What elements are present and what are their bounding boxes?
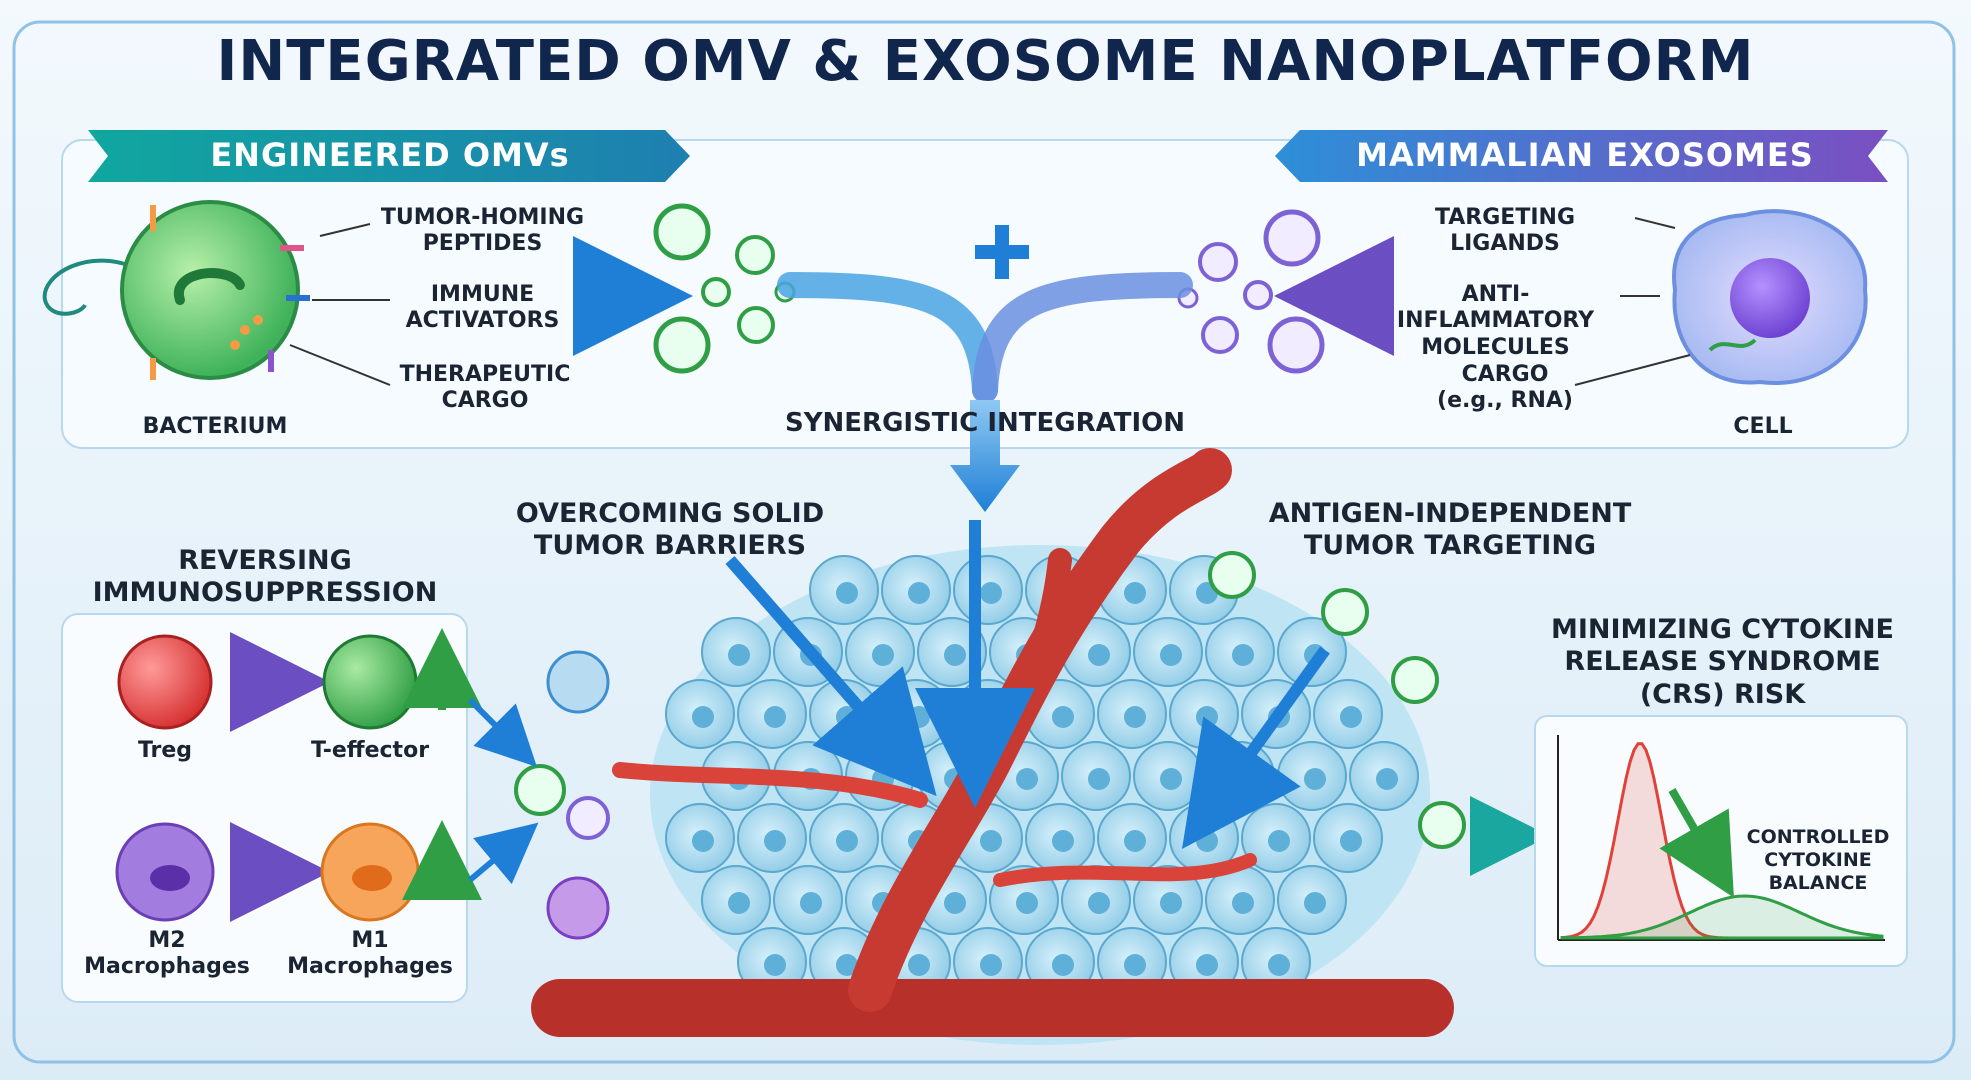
tumor-cell-nucleus [836, 830, 858, 852]
exosome-annotation-anti-inflammatory: ANTI-INFLAMMATORY MOLECULES [1396, 282, 1595, 360]
activated-macrophage [546, 876, 610, 940]
tumor-cell-nucleus [1052, 954, 1074, 976]
tumor-cell-nucleus [1124, 830, 1146, 852]
tumor-cell-nucleus [1052, 830, 1074, 852]
tumor-cell-nucleus [1160, 768, 1182, 790]
exosome-annotation-cargo: CARGO (e.g., RNA) [1437, 362, 1573, 414]
tumor-cell-nucleus [980, 830, 1002, 852]
crs-curve-label: CONTROLLED CYTOKINE BALANCE [1746, 826, 1890, 894]
tumor-cell-nucleus [1196, 954, 1218, 976]
tumor-cell-nucleus [1304, 892, 1326, 914]
converging-arrows [777, 272, 1193, 403]
crs-heading: MINIMIZING CYTOKINE RELEASE SYNDROME (CR… [1551, 614, 1894, 710]
outer-frame [12, 20, 1956, 1064]
vesicle-near-immune-2 [566, 796, 610, 840]
tumor-cell-nucleus [1088, 644, 1110, 666]
tumor-cell-nucleus [1088, 892, 1110, 914]
tumor-cell-nucleus [800, 892, 822, 914]
tumor-cell-nucleus [1304, 768, 1326, 790]
tumor-cell-nucleus [764, 954, 786, 976]
down-arrow [950, 400, 1020, 512]
plus-icon [975, 225, 1029, 279]
exosome-annotation-targeting-ligands: TARGETING LIGANDS [1434, 205, 1575, 257]
tumor-cell-nucleus [1376, 768, 1398, 790]
bacterium-icon [42, 200, 310, 380]
tumor-cell-nucleus [1160, 644, 1182, 666]
barrier-heading: OVERCOMING SOLID TUMOR BARRIERS [515, 498, 825, 562]
m1-label: M1 Macrophages [287, 928, 453, 980]
exosome-banner-label: MAMMALIAN EXOSOMES [1356, 136, 1814, 174]
dendritic-cell [546, 650, 610, 714]
omv-annotation-tumor-homing: TUMOR-HOMING PEPTIDES [380, 205, 585, 257]
tumor-cell-nucleus [944, 644, 966, 666]
tumor-cell-nucleus [1340, 830, 1362, 852]
tumor-cell-nucleus [980, 582, 1002, 604]
tumor-cell-nucleus [1088, 768, 1110, 790]
tumor-cell-nucleus [1268, 954, 1290, 976]
tumor-cell-nucleus [1196, 706, 1218, 728]
cell-label: CELL [1733, 414, 1793, 439]
immune-arrow-2 [468, 822, 539, 885]
exosome-banner-shape [1275, 130, 1888, 182]
targeting-vesicles [1208, 551, 1466, 849]
tumor-cell-nucleus [728, 892, 750, 914]
blood-vessels [531, 448, 1454, 1037]
exosome-leader-lines [1574, 217, 1691, 386]
tumor-cell-nucleus [1124, 706, 1146, 728]
tumor-cell-nucleus [1232, 644, 1254, 666]
tumor-entry-arrows [725, 520, 1330, 849]
omv-annotation-therapeutic-cargo: THERAPEUTIC CARGO [399, 362, 571, 414]
tumor-cell-nucleus [692, 830, 714, 852]
antigen-heading: ANTIGEN-INDEPENDENT TUMOR TARGETING [1268, 498, 1632, 562]
tumor-cell-nucleus [1232, 892, 1254, 914]
tumor-cell-nucleus [908, 706, 930, 728]
vesicle-near-immune-1 [514, 764, 566, 816]
omv-banner-label: ENGINEERED OMVs [210, 136, 570, 174]
tumor-cell-nucleus [1340, 706, 1362, 728]
treg-cell [117, 634, 213, 730]
tumor-cell-nucleus [908, 954, 930, 976]
page-title: INTEGRATED OMV & EXOSOME NANOPLATFORM [216, 29, 1755, 94]
tumor-cell-nucleus [1016, 768, 1038, 790]
tumor-cell-nucleus [872, 644, 894, 666]
teffector-cell [322, 634, 418, 730]
tumor-cell-nucleus [764, 830, 786, 852]
tumor-cell-nucleus [728, 644, 750, 666]
immune-arrow-1 [467, 697, 537, 767]
omv-leader-lines [289, 223, 391, 386]
tumor-cell-nucleus [944, 892, 966, 914]
tumor-cell-nucleus [1016, 892, 1038, 914]
immuno-heading: REVERSING IMMUNOSUPPRESSION [92, 545, 438, 609]
integration-label: SYNERGISTIC INTEGRATION [784, 408, 1186, 438]
m2-label: M2 Macrophages [84, 928, 250, 980]
bacterium-label: BACTERIUM [142, 414, 288, 439]
tumor-cell-nucleus [1124, 582, 1146, 604]
tumor-cell-nucleus [692, 706, 714, 728]
tumor-cell-nucleus [1052, 706, 1074, 728]
tumor-cell-nucleus [836, 954, 858, 976]
tumor-cell-nucleus [1160, 892, 1182, 914]
tumor-cell-nucleus [836, 582, 858, 604]
mammalian-cell-icon [1672, 209, 1868, 385]
tumor-cell-nucleus [908, 582, 930, 604]
tumor-cell-nucleus [1196, 830, 1218, 852]
omv-annotation-immune-activators: IMMUNE ACTIVATORS [405, 282, 560, 334]
crs-decline-arrow [1659, 788, 1734, 898]
tumor-cell-nucleus [1124, 954, 1146, 976]
tumor-cell-nucleus [764, 706, 786, 728]
treg-label: Treg [137, 738, 193, 763]
tumor-cell-nucleus [980, 954, 1002, 976]
omv-banner-shape [88, 130, 690, 182]
teffector-label: T-effector [310, 738, 430, 763]
tumor-cell-nucleus [1268, 830, 1290, 852]
controlled-cytokine-curve [1560, 894, 1884, 940]
